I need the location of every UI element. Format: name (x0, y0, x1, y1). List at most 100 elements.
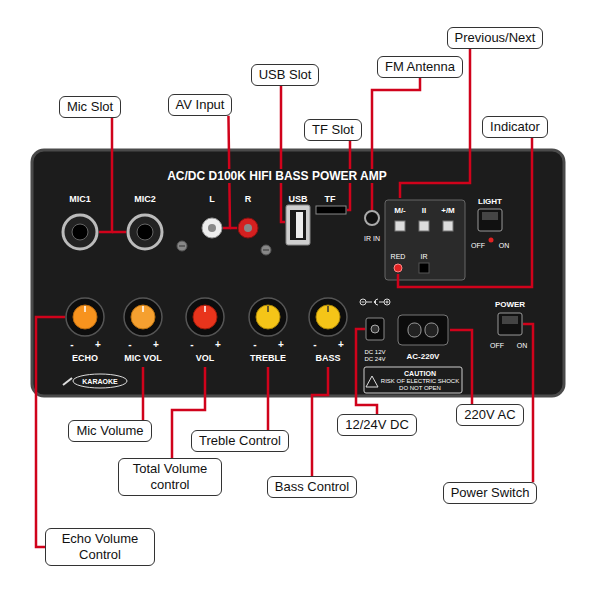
leader-line (99, 118, 112, 232)
tf-slot (316, 206, 346, 214)
callout-text: USB Slot (259, 67, 312, 83)
panel-label: +/M (441, 207, 455, 215)
callout-box: USB Slot (251, 64, 320, 86)
panel-label: OFF (490, 342, 504, 349)
knob-pointer (327, 306, 329, 312)
button (419, 221, 429, 231)
panel-label: ON (499, 242, 510, 249)
panel-label: - (190, 340, 193, 350)
panel-label: OFF (471, 242, 485, 249)
ac-socket (398, 315, 448, 345)
usb-tongue (296, 212, 303, 238)
leader-line (142, 367, 145, 420)
leader-line (36, 317, 65, 547)
polarity-minus (360, 299, 366, 305)
callout-box: Bass Control (267, 476, 357, 498)
callout-text: AV Input (176, 97, 225, 113)
knob-cap (193, 305, 217, 329)
dc-jack-hole (371, 325, 379, 333)
leader-line (112, 231, 126, 234)
rocker (502, 316, 518, 324)
panel-label: DC 12V (364, 349, 385, 355)
callout-box: Treble Control (191, 430, 289, 452)
leader-line (450, 330, 472, 404)
callout-box: Indicator (482, 116, 548, 138)
callout-text: Mic Slot (67, 99, 113, 115)
usb-port (286, 205, 310, 245)
rca-white (202, 218, 222, 238)
polarity-dot (374, 301, 376, 303)
rocker (482, 212, 498, 220)
leader-line (281, 86, 285, 222)
panel-label: - (313, 340, 316, 350)
mic-jack (128, 215, 162, 249)
panel-label: - (253, 340, 256, 350)
polarity-wire (366, 302, 372, 303)
knob-cap (131, 305, 155, 329)
mic-jack-hole (137, 224, 153, 240)
panel-label: IR IN (364, 235, 380, 242)
rca-red (238, 218, 258, 238)
mic-icon (63, 378, 72, 385)
button (443, 221, 453, 231)
knob-pointer (204, 306, 206, 312)
knob-ring (66, 298, 104, 336)
panel-label: VOL (196, 354, 215, 363)
rca-pin (244, 224, 252, 232)
polarity-wire (379, 302, 384, 303)
led (394, 264, 402, 272)
callout-box: Mic Volume (68, 420, 151, 442)
panel-label: + (153, 340, 159, 350)
callout-box: Total Volume control (118, 458, 222, 495)
panel-label: R (245, 195, 252, 204)
panel-label: DC 24V (364, 356, 385, 362)
knob-ring (124, 298, 162, 336)
panel-label: + (278, 340, 284, 350)
polarity-plus-bar (387, 301, 388, 304)
leader-line (267, 367, 270, 430)
screw (177, 241, 187, 251)
knob-pointer (267, 306, 269, 312)
panel-label: L (209, 195, 215, 204)
power-switch (498, 313, 522, 335)
panel-label: USB (288, 195, 307, 204)
screw (261, 245, 271, 255)
callout-box: AV Input (168, 94, 233, 116)
ir-receiver (419, 263, 429, 273)
callout-box: Previous/Next (447, 27, 544, 49)
caution-box (364, 367, 462, 393)
karaoke-oval (73, 374, 127, 388)
panel-label: ON (517, 342, 528, 349)
panel-label: IR (421, 253, 428, 260)
leader-line (356, 329, 377, 414)
panel-label: MIC1 (69, 195, 91, 204)
panel-label: AC/DC D100K HIFI BASS POWER AMP (164, 169, 390, 183)
panel-label: + (95, 340, 101, 350)
panel-label: - (128, 340, 131, 350)
callout-box: 220V AC (456, 404, 523, 426)
panel-label: AC-220V (407, 353, 440, 361)
polarity-minus-bar (362, 302, 365, 303)
callout-text: Mic Volume (76, 423, 143, 439)
panel-label: MIC VOL (124, 354, 162, 363)
leader-line (230, 227, 237, 230)
warning-triangle (366, 376, 378, 387)
panel-label: MIC2 (134, 195, 156, 204)
leader-line (312, 367, 328, 476)
knob-cap (256, 305, 280, 329)
control-board (385, 200, 465, 280)
leader-line (398, 138, 532, 287)
mic-jack-hole (72, 224, 88, 240)
ac-pin (408, 323, 421, 337)
panel-label: TREBLE (250, 354, 286, 363)
rca-pin (208, 224, 216, 232)
callout-text: Previous/Next (455, 30, 536, 46)
panel-label: RED (391, 253, 406, 260)
light-switch (478, 209, 502, 231)
panel-label: M/- (394, 207, 406, 215)
fm-jack (365, 211, 379, 225)
callout-text: FM Antenna (385, 59, 455, 75)
dc-jack (366, 318, 384, 340)
panel-label: II (422, 207, 426, 215)
callout-text: Total Volume control (126, 461, 214, 492)
